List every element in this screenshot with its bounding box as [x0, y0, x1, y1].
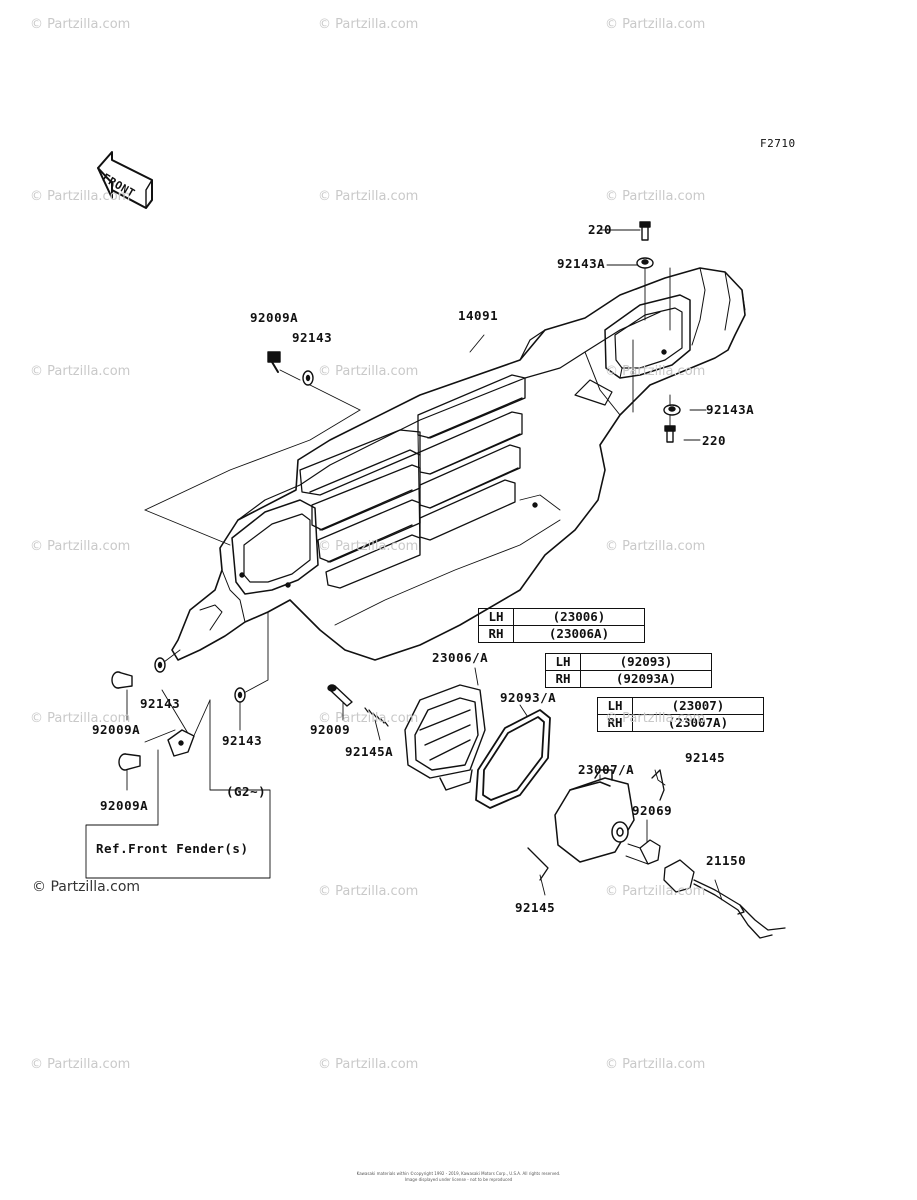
- part-label-92009a-left: 92009A: [92, 722, 141, 737]
- watermark: © Partzilla.com: [30, 364, 131, 379]
- watermark: © Partzilla.com: [318, 539, 419, 554]
- washer-92143-left: [154, 657, 166, 673]
- watermark: © Partzilla.com: [605, 17, 706, 32]
- watermark: © Partzilla.com: [318, 364, 419, 379]
- watermark: © Partzilla.com: [318, 17, 419, 32]
- variant-side: LH: [478, 608, 514, 626]
- bolt-220-right: [664, 425, 676, 443]
- part-label-23006a: 23006/A: [432, 650, 489, 665]
- footer-license: Image displayed under license - not to b…: [404, 1177, 513, 1182]
- watermark: © Partzilla.com: [30, 189, 131, 204]
- watermark: © Partzilla.com: [605, 364, 706, 379]
- part-label-92009: 92009: [310, 722, 351, 737]
- watermark: © Partzilla.com: [30, 711, 131, 726]
- part-label-92145-right: 92145: [685, 750, 726, 765]
- part-label-14091: 14091: [458, 308, 499, 323]
- gasket-92093a: [475, 709, 551, 809]
- washer-92143a-right: [663, 404, 681, 416]
- part-label-92143-top: 92143: [292, 330, 333, 345]
- variant-side: LH: [545, 653, 581, 671]
- watermark: © Partzilla.com: [30, 1057, 131, 1072]
- bolt-92009a-bottom: [118, 753, 141, 771]
- clip-92145-bottom: [527, 847, 549, 881]
- part-label-23007a: 23007/A: [578, 762, 635, 777]
- spring-92145a: [364, 707, 389, 727]
- screw-92009: [327, 684, 353, 707]
- headlight-cover-14091: [171, 267, 746, 661]
- washer-92143a-top: [636, 257, 654, 269]
- variant-table-housing: LH(23006) RH(23006A): [478, 608, 645, 643]
- variant-side: RH: [545, 670, 581, 688]
- leader-lines: [85, 229, 723, 901]
- variant-code: (23007A): [632, 714, 764, 732]
- variant-code: (92093A): [580, 670, 712, 688]
- part-label-92145-bottom: 92145: [515, 900, 556, 915]
- watermark-corner: © Partzilla.com: [32, 879, 141, 895]
- watermark: © Partzilla.com: [605, 539, 706, 554]
- bracket-g2: [167, 729, 195, 757]
- footer-copyright: Kawasaki materials within ©copyright 199…: [356, 1171, 561, 1176]
- watermark: © Partzilla.com: [30, 17, 131, 32]
- bolt-92009a-top: [267, 351, 281, 373]
- variant-side: RH: [478, 625, 514, 643]
- bolt-92009a-left: [111, 671, 133, 689]
- figure-code: F2710: [760, 137, 796, 150]
- watermark: © Partzilla.com: [318, 1057, 419, 1072]
- watermark: © Partzilla.com: [605, 1057, 706, 1072]
- variant-table-lamp: LH(23007) RH(23007A): [597, 697, 764, 732]
- variant-side: RH: [597, 714, 633, 732]
- bolt-220-top: [639, 221, 651, 241]
- variant-code: (92093): [580, 653, 712, 671]
- washer-92143-mid: [234, 687, 246, 703]
- bulb-92069: [625, 839, 661, 865]
- watermark: © Partzilla.com: [318, 884, 419, 899]
- part-label-92143-left: 92143: [140, 696, 181, 711]
- housing-23006a: [404, 684, 486, 791]
- watermark: © Partzilla.com: [318, 189, 419, 204]
- ref-front-fender-label: Ref.Front Fender(s): [96, 841, 249, 856]
- watermark: © Partzilla.com: [318, 711, 419, 726]
- part-label-220-top: 220: [588, 222, 613, 237]
- part-label-92009a-top: 92009A: [250, 310, 299, 325]
- part-label-g2: (G2~): [226, 784, 267, 799]
- front-arrow-icon: [97, 151, 153, 209]
- socket-21150: [663, 859, 786, 939]
- part-label-21150: 21150: [706, 853, 747, 868]
- part-label-92069: 92069: [632, 803, 673, 818]
- watermark: © Partzilla.com: [30, 539, 131, 554]
- lamp-23007a: [554, 769, 635, 863]
- part-label-92093a: 92093/A: [500, 690, 557, 705]
- part-label-92145a: 92145A: [345, 744, 394, 759]
- watermark: © Partzilla.com: [605, 711, 706, 726]
- variant-code: (23006): [513, 608, 645, 626]
- washer-92143-top: [302, 370, 314, 386]
- watermark: © Partzilla.com: [605, 189, 706, 204]
- part-label-92009a-bottom: 92009A: [100, 798, 149, 813]
- part-label-220-right: 220: [702, 433, 727, 448]
- variant-code: (23006A): [513, 625, 645, 643]
- part-label-92143a-top: 92143A: [557, 256, 606, 271]
- watermark: © Partzilla.com: [605, 884, 706, 899]
- part-label-92143a-right: 92143A: [706, 402, 755, 417]
- part-label-92143-mid: 92143: [222, 733, 263, 748]
- clip-92145-right: [651, 769, 665, 801]
- variant-table-gasket: LH(92093) RH(92093A): [545, 653, 712, 688]
